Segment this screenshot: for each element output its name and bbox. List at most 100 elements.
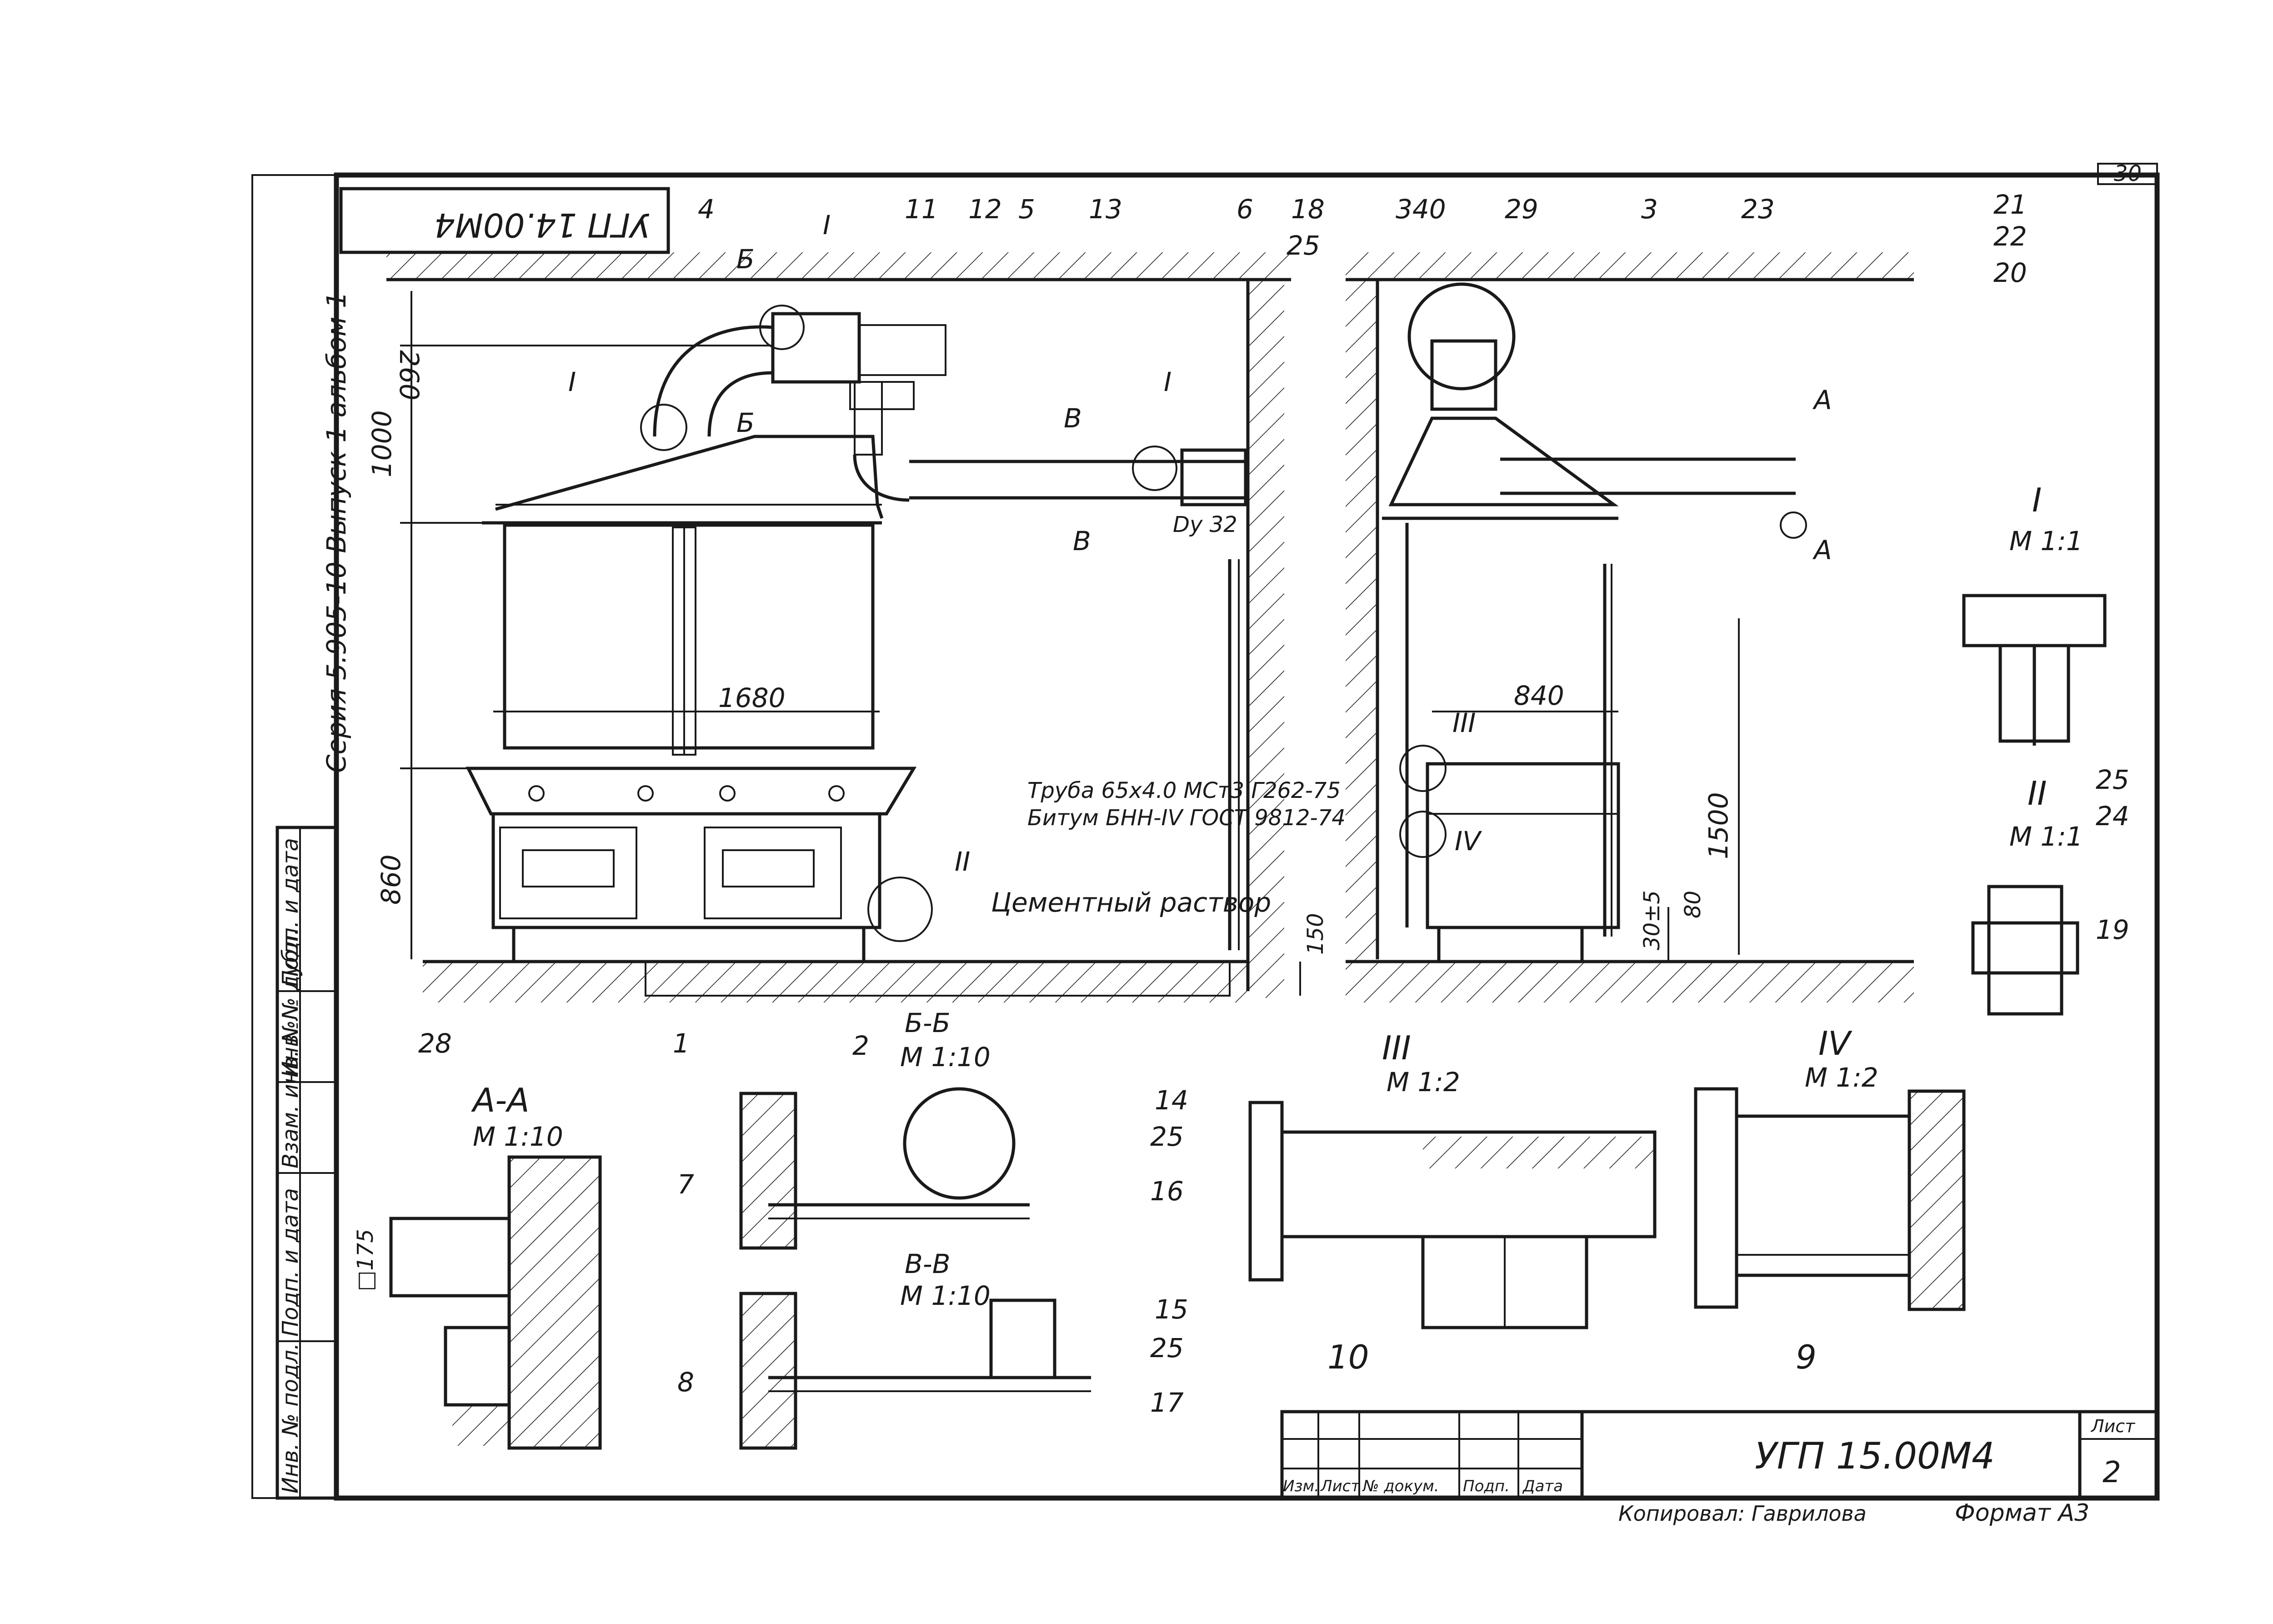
detail-I-callout-25: 25 — [2096, 764, 2129, 795]
side-dim-840: 840 — [1514, 680, 1564, 711]
callout-6: 6 — [1237, 194, 1253, 225]
side-col-1: Инв. № подл. — [278, 1343, 303, 1494]
callout-I-top: I — [823, 210, 831, 241]
note-pipe: Труба 65х4.0 МСт3 Г262-75 — [1027, 778, 1341, 803]
dim-860: 860 — [375, 854, 406, 905]
side-callout-21: 21 — [1993, 189, 2027, 220]
callout-1: 1 — [673, 1028, 690, 1059]
callout-13: 13 — [1089, 194, 1122, 225]
side-col-4: Инв. № дубл. — [278, 928, 303, 1078]
title-col-izm: Изм. — [1283, 1477, 1319, 1495]
callout-12: 12 — [968, 194, 1002, 225]
section-BB-scale: М 1:10 — [900, 1042, 991, 1073]
detail-I-title: I — [2032, 481, 2042, 519]
section-AA-scale: М 1:10 — [473, 1121, 563, 1152]
section-AA-callout-8: 8 — [677, 1367, 694, 1398]
stamp-top-left: УГП 14.00М4 — [339, 187, 670, 254]
drawing-designation: УГП 15.00М4 — [1755, 1435, 1995, 1477]
callout-18: 18 — [1291, 194, 1325, 225]
sheet-number: 2 — [2103, 1456, 2121, 1489]
title-col-list: Лист — [1320, 1477, 1360, 1495]
detail-IV: IV М 1:2 9 — [1694, 1024, 1966, 1376]
detail-III: III М 1:2 10 — [1248, 1029, 1657, 1376]
side-col-3: Взам. инв. № — [278, 1020, 303, 1168]
section-VV-scale: М 1:10 — [900, 1280, 991, 1311]
callout-25: 25 — [1287, 230, 1320, 261]
side-dim-1500: 1500 — [1703, 792, 1734, 859]
section-AA: А-А М 1:10 □175 7 8 — [353, 1081, 694, 1450]
callout-11: 11 — [905, 194, 938, 225]
side-dim-80: 80 — [1680, 891, 1706, 918]
dim-1680: 1680 — [718, 682, 786, 713]
section-BB-callout-16: 16 — [1150, 1176, 1184, 1207]
callout-4: 4 — [698, 194, 715, 225]
detail-II-callout-19: 19 — [2096, 914, 2129, 945]
dim-dy32: Dу 32 — [1173, 512, 1237, 537]
stamp-top-left-text: УГП 14.00М4 — [434, 206, 650, 244]
detail-IV-callout-9: 9 — [1796, 1338, 1817, 1376]
detail-II-title: II — [2028, 774, 2047, 812]
callout-2: 2 — [852, 1030, 869, 1061]
detail-I-scale: М 1:1 — [2009, 526, 2083, 556]
section-VV-callout-17: 17 — [1150, 1387, 1184, 1418]
note-cement: Цементный раствор — [991, 887, 1271, 918]
section-VV: В-В М 1:10 15 25 17 — [739, 1248, 1188, 1450]
callout-I-left: I — [568, 366, 576, 397]
callout-V-lower: В — [1073, 526, 1091, 556]
callout-I-duct: I — [1164, 366, 1172, 397]
detail-IV-scale: М 1:2 — [1805, 1062, 1878, 1093]
note-bitumen: Битум БНН-IV ГОСТ 9812-74 — [1027, 805, 1346, 831]
section-AA-title: А-А — [471, 1081, 530, 1119]
detail-III-title: III — [1382, 1029, 1411, 1067]
front-view: 4 Б I 11 12 5 13 6 18 25 Б I В В I II 2 8… — [366, 194, 1346, 1061]
detail-II: II М 1:1 19 — [1971, 774, 2129, 1016]
side-callout-A-lower: А — [1812, 535, 1832, 566]
side-callout-20: 20 — [1993, 257, 2027, 288]
title-col-doc: № докум. — [1362, 1477, 1439, 1495]
dim-260: 260 — [394, 350, 425, 401]
side-callout-A-upper: А — [1812, 385, 1832, 416]
detail-III-callout-10: 10 — [1327, 1338, 1369, 1376]
side-col-5: Подп. и дата — [278, 838, 303, 987]
section-AA-dim: □175 — [353, 1229, 378, 1291]
detail-III-scale: М 1:2 — [1387, 1067, 1460, 1098]
sheet-corner-number: 30 — [2114, 161, 2142, 186]
side-callout-3: 3 — [1641, 194, 1658, 225]
title-col-date: Дата — [1522, 1477, 1563, 1495]
side-stamp: Подп. и дата Инв. № дубл. Взам. инв. № П… — [275, 826, 338, 1500]
copied-by: Копировал: Гаврилова — [1618, 1501, 1867, 1526]
side-view: 340 29 3 23 21 22 20 А А III IV 840 1500… — [1346, 189, 2027, 1002]
sheet-label: Лист — [2090, 1416, 2136, 1436]
dim-150: 150 — [1303, 913, 1328, 955]
callout-B-top: Б — [736, 244, 755, 275]
callout-5: 5 — [1018, 194, 1035, 225]
section-BB: Б-Б М 1:10 14 25 16 — [739, 1007, 1188, 1250]
section-VV-title: В-В — [905, 1248, 951, 1279]
side-callout-III: III — [1452, 707, 1476, 738]
section-BB-callout-25: 25 — [1150, 1121, 1184, 1152]
dim-1000: 1000 — [366, 410, 397, 477]
callout-II: II — [955, 846, 970, 877]
sheet-format: Формат А3 — [1955, 1499, 2089, 1527]
title-col-sign: Подп. — [1463, 1477, 1510, 1495]
side-callout-IV: IV — [1455, 826, 1482, 857]
detail-I-callout-24: 24 — [2096, 801, 2129, 832]
section-VV-callout-15: 15 — [1155, 1294, 1188, 1325]
callout-B-duct: Б — [736, 407, 755, 438]
callout-V-upper: В — [1064, 403, 1082, 434]
detail-IV-title: IV — [1818, 1024, 1852, 1063]
section-AA-callout-7: 7 — [677, 1169, 694, 1200]
section-VV-callout-25: 25 — [1150, 1333, 1184, 1363]
detail-II-scale: М 1:1 — [2009, 821, 2083, 852]
side-callout-23: 23 — [1741, 194, 1775, 225]
section-BB-callout-14: 14 — [1155, 1085, 1188, 1116]
title-block: Изм. Лист № докум. Подп. Дата УГП 15.00М… — [1280, 1410, 2159, 1527]
side-dim-340: 340 — [1396, 194, 1446, 225]
section-BB-title: Б-Б — [905, 1007, 951, 1038]
side-callout-22: 22 — [1993, 221, 2027, 252]
series-note: Серия 5.905-10 Выпуск 1 альбом 1 — [321, 291, 352, 773]
detail-I: I М 1:1 25 24 — [1962, 481, 2129, 832]
side-callout-29: 29 — [1505, 194, 1538, 225]
side-dim-30: 30±5 — [1639, 890, 1665, 950]
